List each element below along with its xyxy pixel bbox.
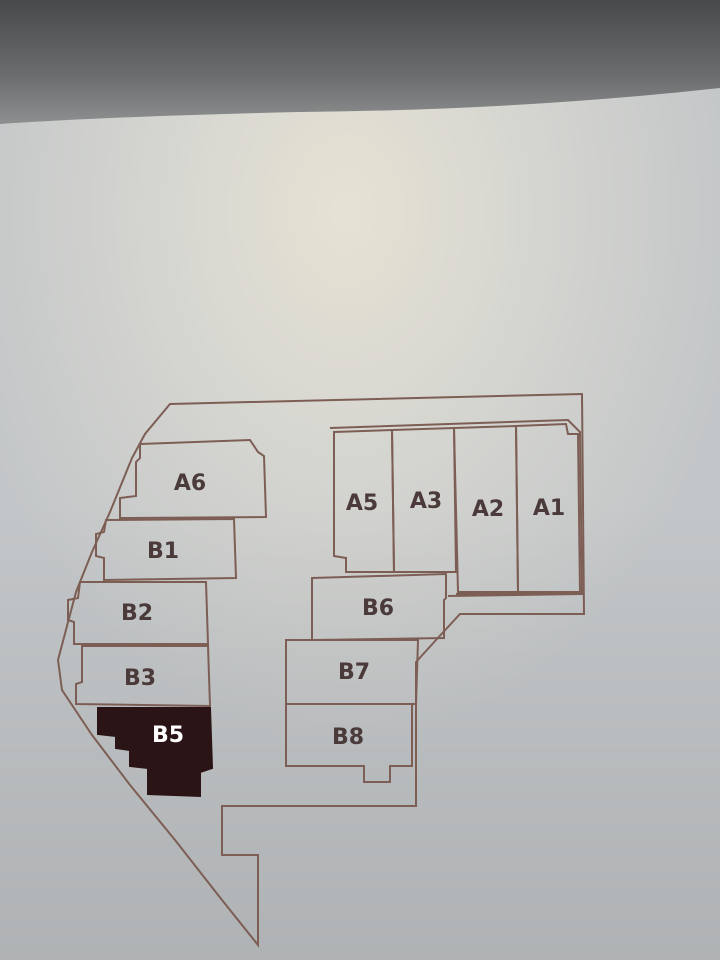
building-a3 xyxy=(390,426,458,573)
east-frame-bottom xyxy=(447,593,583,597)
label-a5: A5 xyxy=(346,491,378,516)
building-b1 xyxy=(95,517,238,582)
label-a2: A2 xyxy=(472,497,504,522)
label-a6: A6 xyxy=(174,471,206,496)
building-b2 xyxy=(67,581,210,645)
label-b1: B1 xyxy=(147,539,179,564)
label-b5: B5 xyxy=(152,723,184,748)
building-b3 xyxy=(75,645,212,708)
building-b7 xyxy=(285,639,420,705)
top-shadow-edge xyxy=(0,0,720,124)
building-a1 xyxy=(514,422,582,593)
label-b8: B8 xyxy=(332,725,364,750)
label-a1: A1 xyxy=(533,496,565,521)
label-b2: B2 xyxy=(121,601,153,626)
building-b8 xyxy=(285,703,413,783)
label-b3: B3 xyxy=(124,666,156,691)
building-b5 xyxy=(97,707,214,798)
label-b7: B7 xyxy=(338,660,370,685)
label-a3: A3 xyxy=(410,489,442,514)
building-a6 xyxy=(119,438,268,520)
label-b6: B6 xyxy=(362,596,394,621)
